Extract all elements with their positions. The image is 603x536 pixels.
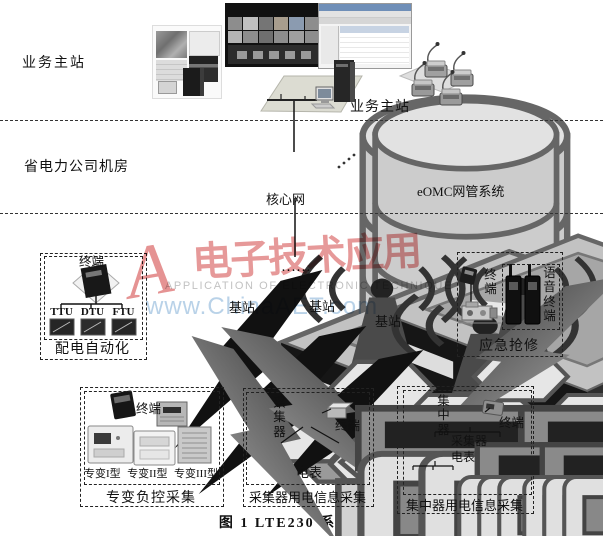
emergency-terminal-label: 终端 — [484, 268, 497, 297]
collector-tree-lines — [280, 408, 340, 444]
concentrator-terminal-label: 终端 — [499, 416, 525, 430]
collector-inner-box — [246, 392, 370, 485]
collector-terminal-label: 终端 — [335, 419, 361, 433]
special-transformer-outer-box — [80, 387, 224, 507]
special-transformer-inner-box — [84, 391, 220, 485]
concentrator-meter-label: 电表 — [451, 450, 476, 464]
operator-desks — [228, 45, 319, 64]
gis-collage-image — [152, 25, 222, 99]
collage-photo-1 — [156, 31, 187, 58]
workstation-icon — [310, 86, 336, 109]
eomc-label: eOMC网管系统 — [417, 184, 505, 199]
concentrator-inner-box — [403, 390, 532, 495]
concentrator-label: 集中器 — [437, 394, 450, 437]
zone-label-business: 业务主站 — [22, 56, 86, 71]
collage-server — [183, 68, 204, 96]
dispatch-consoles — [398, 42, 474, 106]
server-tower-icon — [334, 60, 355, 102]
section-divider-top — [0, 120, 603, 121]
collector-outer-box — [243, 388, 374, 507]
dist-unit-label: TTU — [50, 306, 73, 318]
emergency-outer-box — [457, 252, 563, 357]
voice-terminal-label: 语音终端 — [543, 266, 556, 324]
emergency-terminal-icon — [459, 266, 478, 285]
st-type-label: 专变I型 — [84, 468, 121, 480]
screenshot-table-rows — [340, 33, 409, 64]
emergency-title: 应急抢修 — [479, 339, 539, 354]
collage-photo-3 — [156, 60, 187, 81]
st-type-labels: 专变I型 专变II型 专变III型 — [84, 465, 218, 481]
collector-terminal-icon — [325, 402, 354, 419]
dist-auto-title: 配电自动化 — [55, 342, 130, 357]
server-link-dots — [337, 153, 356, 169]
voice-terminal-box — [502, 264, 560, 330]
st-type2-device — [133, 430, 176, 466]
screenshot-toolbar — [319, 18, 411, 24]
concentrator-title: 集中器用电信息采集 — [405, 498, 523, 513]
concentrator-outer-box — [397, 386, 534, 514]
st-modem-icon — [156, 401, 188, 427]
backbone-lines — [293, 101, 296, 257]
meter-icon — [564, 476, 603, 536]
base-station-label: 基站 — [229, 300, 256, 315]
collector-meter-label: 电表 — [296, 465, 323, 480]
more-base-stations-ellipsis: …… — [281, 259, 311, 275]
concentrator-collector-label: 采集器 — [451, 434, 488, 448]
dist-tree-lines — [60, 296, 123, 309]
camera-icon — [461, 301, 498, 321]
section-divider-middle — [0, 213, 603, 214]
st-type-label: 专变III型 — [174, 468, 218, 480]
dist-terminal-icon — [72, 262, 120, 304]
concentrator-terminal-icon — [481, 399, 505, 416]
console-mic-icon — [450, 51, 474, 87]
console-mic-icon — [411, 61, 435, 97]
dist-unit-photos — [49, 318, 137, 336]
console-mic-icon — [424, 42, 448, 78]
st-type3-device — [177, 426, 212, 464]
base-station-label: 基站 — [309, 299, 336, 314]
screenshot-sidebar — [321, 26, 339, 64]
zone-label-province-room: 省电力公司机房 — [24, 160, 129, 175]
screenshot-titlebar — [319, 4, 411, 11]
collector-title: 采集器用电信息采集 — [248, 490, 366, 505]
dist-unit-label: DTU — [80, 306, 105, 318]
st-type1-device — [87, 425, 134, 464]
software-screenshot — [318, 3, 412, 69]
core-network-label: 核心网 — [266, 192, 306, 207]
collector-label: 采集器 — [273, 396, 286, 439]
special-transformer-title: 专变负控采集 — [106, 491, 196, 506]
dist-terminal-label: 终端 — [79, 255, 105, 269]
st-terminal-label: 终端 — [136, 402, 162, 416]
walkie-talkie-icon — [505, 264, 522, 325]
walkie-talkie-icon — [524, 264, 541, 325]
dist-auto-inner-box — [44, 256, 143, 340]
console-mic-icon — [439, 70, 463, 106]
st-type-label: 专变II型 — [127, 468, 168, 480]
dist-unit-label: FTU — [112, 306, 135, 318]
master-station-label: 业务主站 — [350, 100, 410, 115]
st-terminal-icon — [110, 390, 136, 420]
base-station-label: 基站 — [375, 314, 402, 329]
screenshot-menubar — [319, 11, 411, 18]
collage-photo-2 — [189, 31, 220, 56]
control-room-photo — [225, 3, 322, 67]
screen-wall — [228, 17, 319, 43]
dist-auto-outer-box — [40, 253, 147, 360]
collage-device — [158, 81, 177, 94]
